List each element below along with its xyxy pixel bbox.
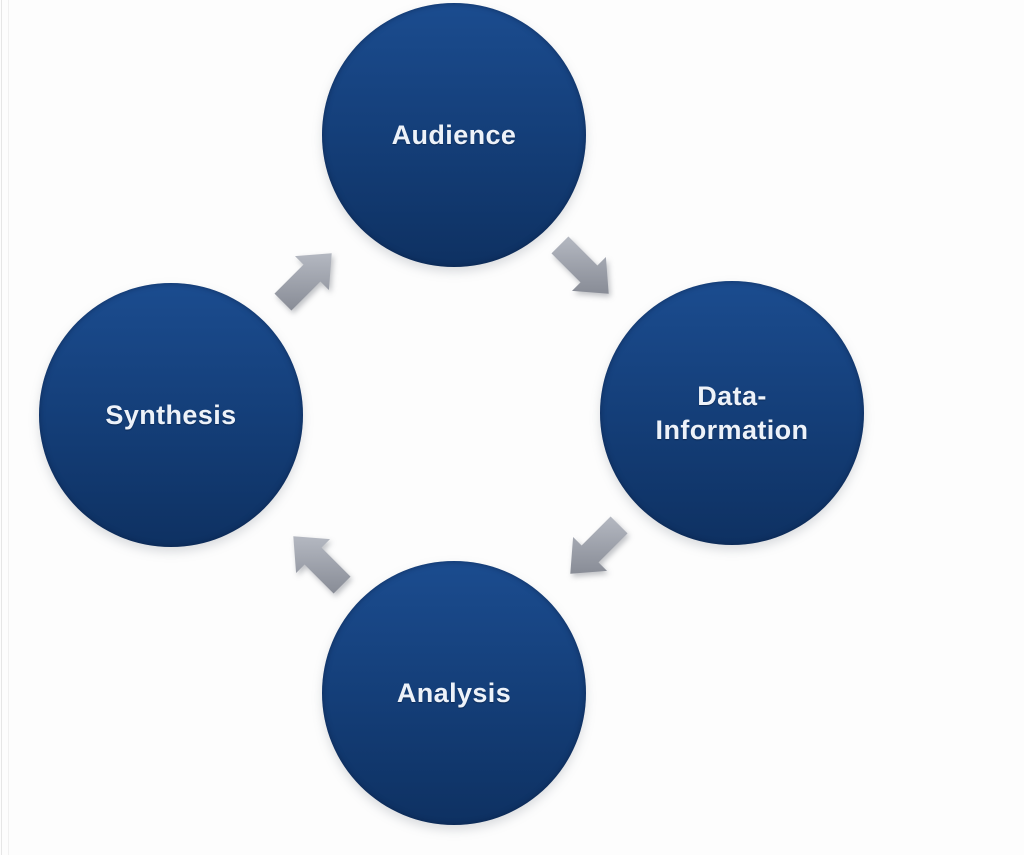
node-synthesis: Synthesis: [39, 283, 303, 547]
page-left-edge-line: [1, 0, 2, 855]
node-analysis: Analysis: [322, 561, 586, 825]
page-left-inner-edge-line: [8, 0, 9, 855]
node-data-information-label: Data- Information: [655, 380, 809, 445]
node-data-information: Data- Information: [600, 281, 864, 545]
arrow-audience-to-data-information-icon: [551, 236, 609, 294]
node-audience-label: Audience: [391, 119, 517, 150]
node-synthesis-label: Synthesis: [105, 399, 237, 430]
arrow-analysis-to-synthesis-icon: [293, 536, 351, 594]
node-analysis-label: Analysis: [396, 677, 512, 708]
arrow-synthesis-to-audience-icon: [274, 253, 332, 311]
arrow-data-information-to-analysis-icon: [570, 516, 628, 574]
node-audience: Audience: [322, 3, 586, 267]
